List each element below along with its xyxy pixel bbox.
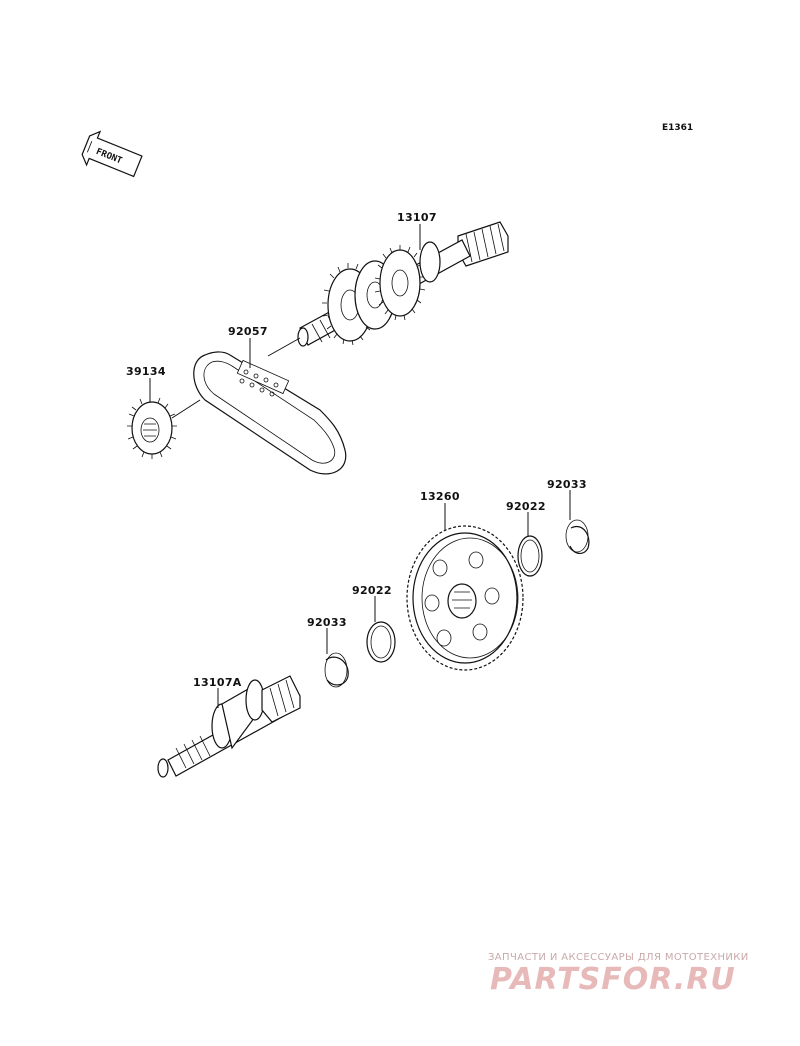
label-92057: 92057 — [228, 325, 268, 338]
shaft-13107a — [157, 675, 301, 778]
ring-92022-upper — [517, 535, 543, 577]
front-arrow-icon: FRONT — [81, 130, 143, 178]
sprocket-39134 — [127, 397, 177, 459]
label-13107: 13107 — [397, 211, 437, 224]
label-92022-lower: 92022 — [352, 584, 392, 597]
label-13260: 13260 — [420, 490, 460, 503]
label-92022-upper: 92022 — [506, 500, 546, 513]
diagram-code: E1361 — [662, 123, 693, 133]
watermark-tagline: ЗАПЧАСТИ И АКСЕССУАРЫ ДЛЯ МОТОТЕХНИКИ — [488, 952, 749, 963]
watermark-brand-logo: PARTSFOR.RU — [490, 962, 736, 997]
circlip-92033-lower — [324, 652, 349, 688]
circlip-92033-upper — [565, 519, 590, 554]
label-92033-lower: 92033 — [307, 616, 347, 629]
shaft-13107 — [297, 221, 509, 347]
gear-13260 — [406, 525, 524, 671]
leader-39134-chain — [171, 399, 201, 419]
leader-92057-shaft — [267, 337, 301, 357]
chain-92057 — [193, 351, 347, 475]
label-92033-upper: 92033 — [547, 478, 587, 491]
label-39134: 39134 — [126, 365, 166, 378]
label-13107a: 13107A — [193, 676, 242, 689]
ring-92022-lower — [366, 621, 396, 663]
